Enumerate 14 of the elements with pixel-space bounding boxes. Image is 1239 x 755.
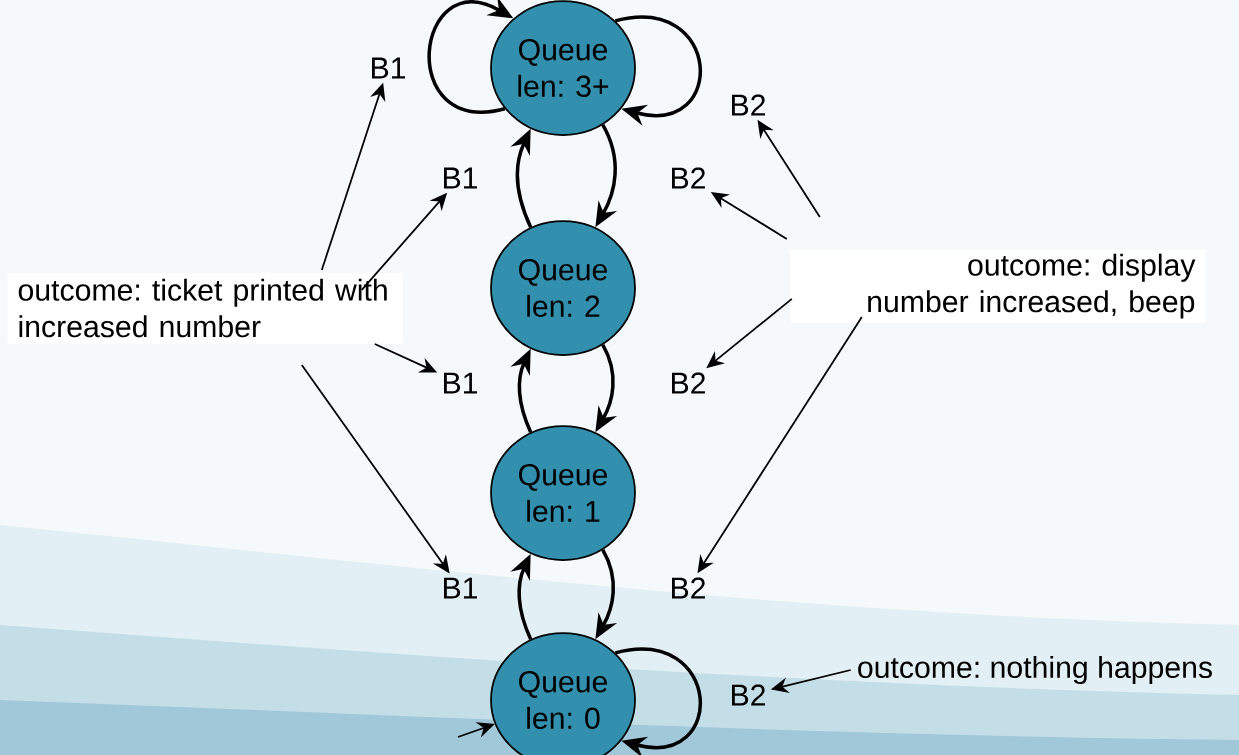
button-label: B1	[444, 167, 477, 189]
button-label: B1	[444, 372, 477, 394]
button-label: B2	[732, 94, 765, 116]
outcome-note: outcome: ticket printed with increased number	[7, 272, 403, 344]
button-label: B2	[672, 372, 705, 394]
outcome-note: outcome: display number increased, beep	[790, 249, 1206, 323]
button-label: B1	[372, 57, 405, 79]
button-label: B2	[672, 167, 705, 189]
button-label: B1	[444, 577, 477, 599]
transition-arrow	[615, 647, 702, 755]
button-label: B2	[672, 577, 705, 599]
button-label: B2	[732, 684, 765, 706]
outcome-note: outcome: nothing happens	[858, 655, 1212, 685]
transition-arrow	[615, 15, 702, 126]
